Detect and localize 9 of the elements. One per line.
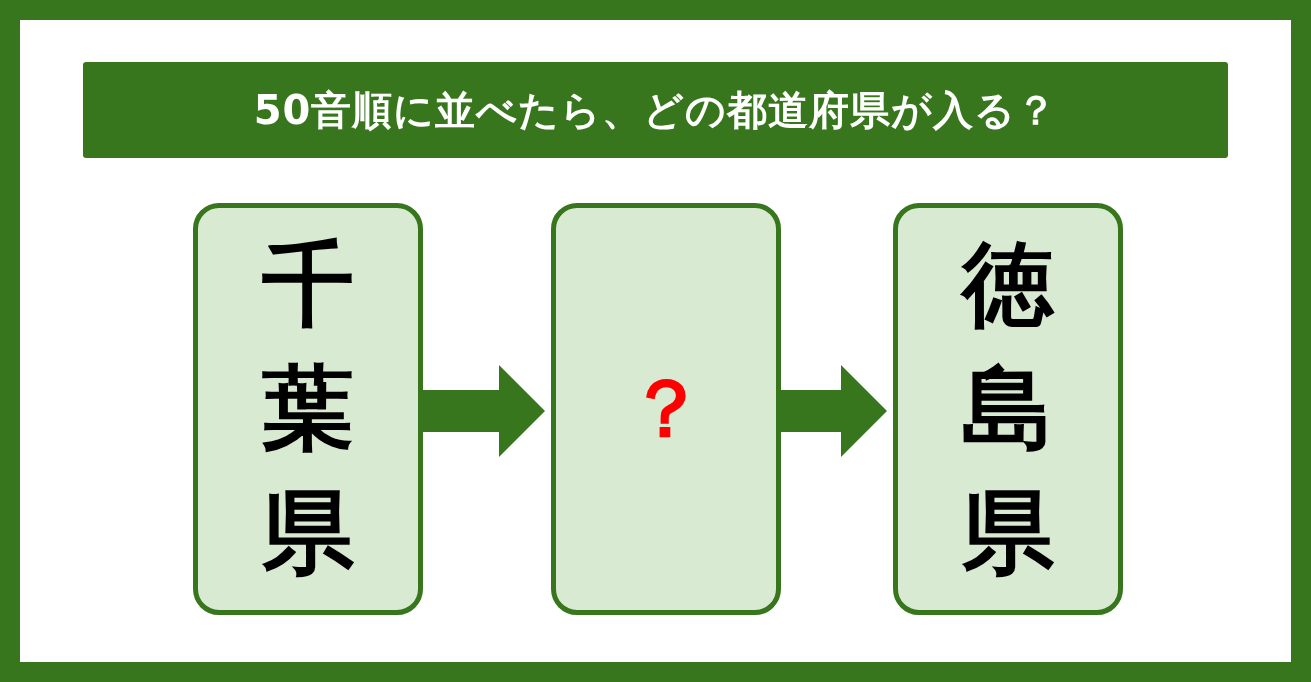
answer-card: [551, 203, 781, 615]
arrow: [781, 365, 887, 457]
answer-card: [893, 203, 1123, 615]
arrow: [423, 365, 545, 457]
prefecture-name: 徳島県: [962, 229, 1054, 589]
prefecture-name: 千葉県: [262, 229, 354, 589]
question-mark: ？: [626, 361, 706, 457]
answer-card: [193, 203, 423, 615]
title-banner: 50音順に並べたら、どの都道府県が入る？: [83, 62, 1228, 158]
